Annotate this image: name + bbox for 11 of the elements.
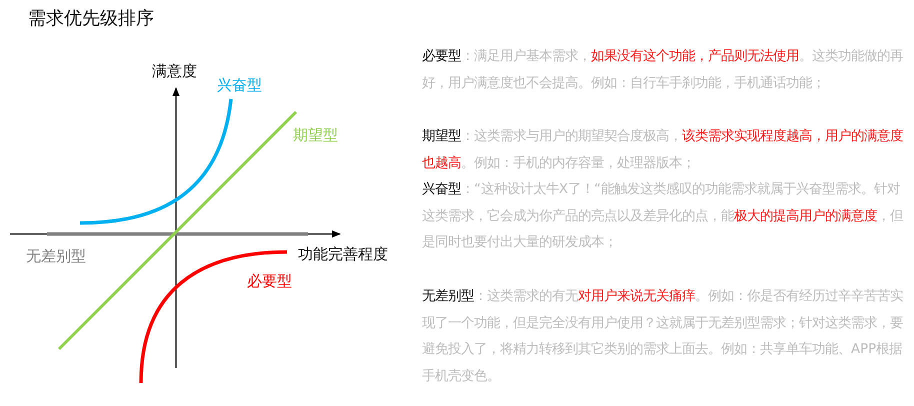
axis-label: 功能完善程度: [298, 245, 388, 264]
paragraph: 期望型：这类需求与用户的期望契合度极高，该类需求实现程度越高，用户的满意度也越高。例如：手机的内存容量，处理器版本；: [422, 128, 904, 172]
paragraph: 必要型：满足用户基本需求，如果没有这个功能，产品则无法使用。这类功能做的再好，用户满意度也不会提高。例如：自行车手刹功能，手机通话功能；: [422, 48, 904, 92]
title: 需求优先级排序: [28, 7, 154, 30]
curve-label: 兴奋型: [217, 76, 262, 95]
curve-label: 必要型: [247, 272, 292, 291]
paragraph: 兴奋型：“这种设计太牛X了！“能触发这类感叹的功能需求就属于兴奋型需求。针对这类需求，它会成为你产品的亮点以及差异化的点，能极大的提高用户的满意度，但是同时也要付出大量的研发成本；: [422, 180, 904, 252]
curve-label: 期望型: [293, 126, 338, 145]
axis-label: 满意度: [152, 62, 197, 81]
line-label: 无差别型: [26, 247, 86, 266]
paragraph: 无差别型：这类需求的有无对用户来说无关痛痒。例如：你是否有经历过辛辛苦苦实现了一个功能，但是完全没有用户使用？这就属于无差别型需求；针对这类需求，要避免投入了，将精力转移到其它类别的需求上面去。例如：共享单车功能、APP根据手机壳变色。: [422, 288, 904, 386]
